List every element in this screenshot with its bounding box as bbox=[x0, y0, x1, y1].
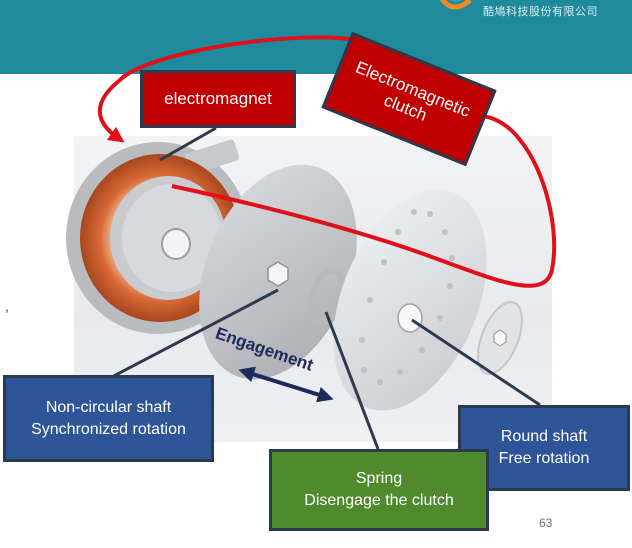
page-number: 63 bbox=[539, 516, 553, 530]
rotor-disk bbox=[333, 189, 487, 411]
spring-label: Spring Disengage the clutch bbox=[269, 449, 489, 531]
hub-plate bbox=[477, 301, 523, 375]
company-logo-icon bbox=[439, 0, 472, 10]
noncircular-leader bbox=[109, 288, 279, 380]
clutch-curve-lower bbox=[171, 114, 557, 288]
armature-disk bbox=[199, 164, 357, 380]
round-text-line1: Round shaft bbox=[500, 428, 588, 445]
round-leader bbox=[411, 318, 541, 407]
electromagnet-leader bbox=[159, 126, 217, 162]
noncircular-text-line2: Synchronized rotation bbox=[31, 420, 186, 438]
noncircular-text-line1: Non-circular shaft bbox=[45, 398, 172, 416]
stray-mark: , bbox=[5, 298, 9, 314]
spring-text-line1: Spring bbox=[355, 470, 403, 487]
clutch-curve bbox=[97, 35, 356, 143]
noncircular-shaft-label: Non-circular shaft Synchronized rotation bbox=[3, 375, 214, 462]
round-text-line2: Free rotation bbox=[498, 450, 590, 467]
spring-leader bbox=[324, 311, 380, 450]
spring-text-line2: Disengage the clutch bbox=[304, 492, 454, 509]
company-name: 酷鳩科技股份有限公司 bbox=[483, 5, 598, 18]
electromagnet-label: electromagnet bbox=[140, 70, 296, 128]
engagement-arrow bbox=[238, 366, 334, 403]
electromagnet-text: electromagnet bbox=[164, 89, 272, 108]
